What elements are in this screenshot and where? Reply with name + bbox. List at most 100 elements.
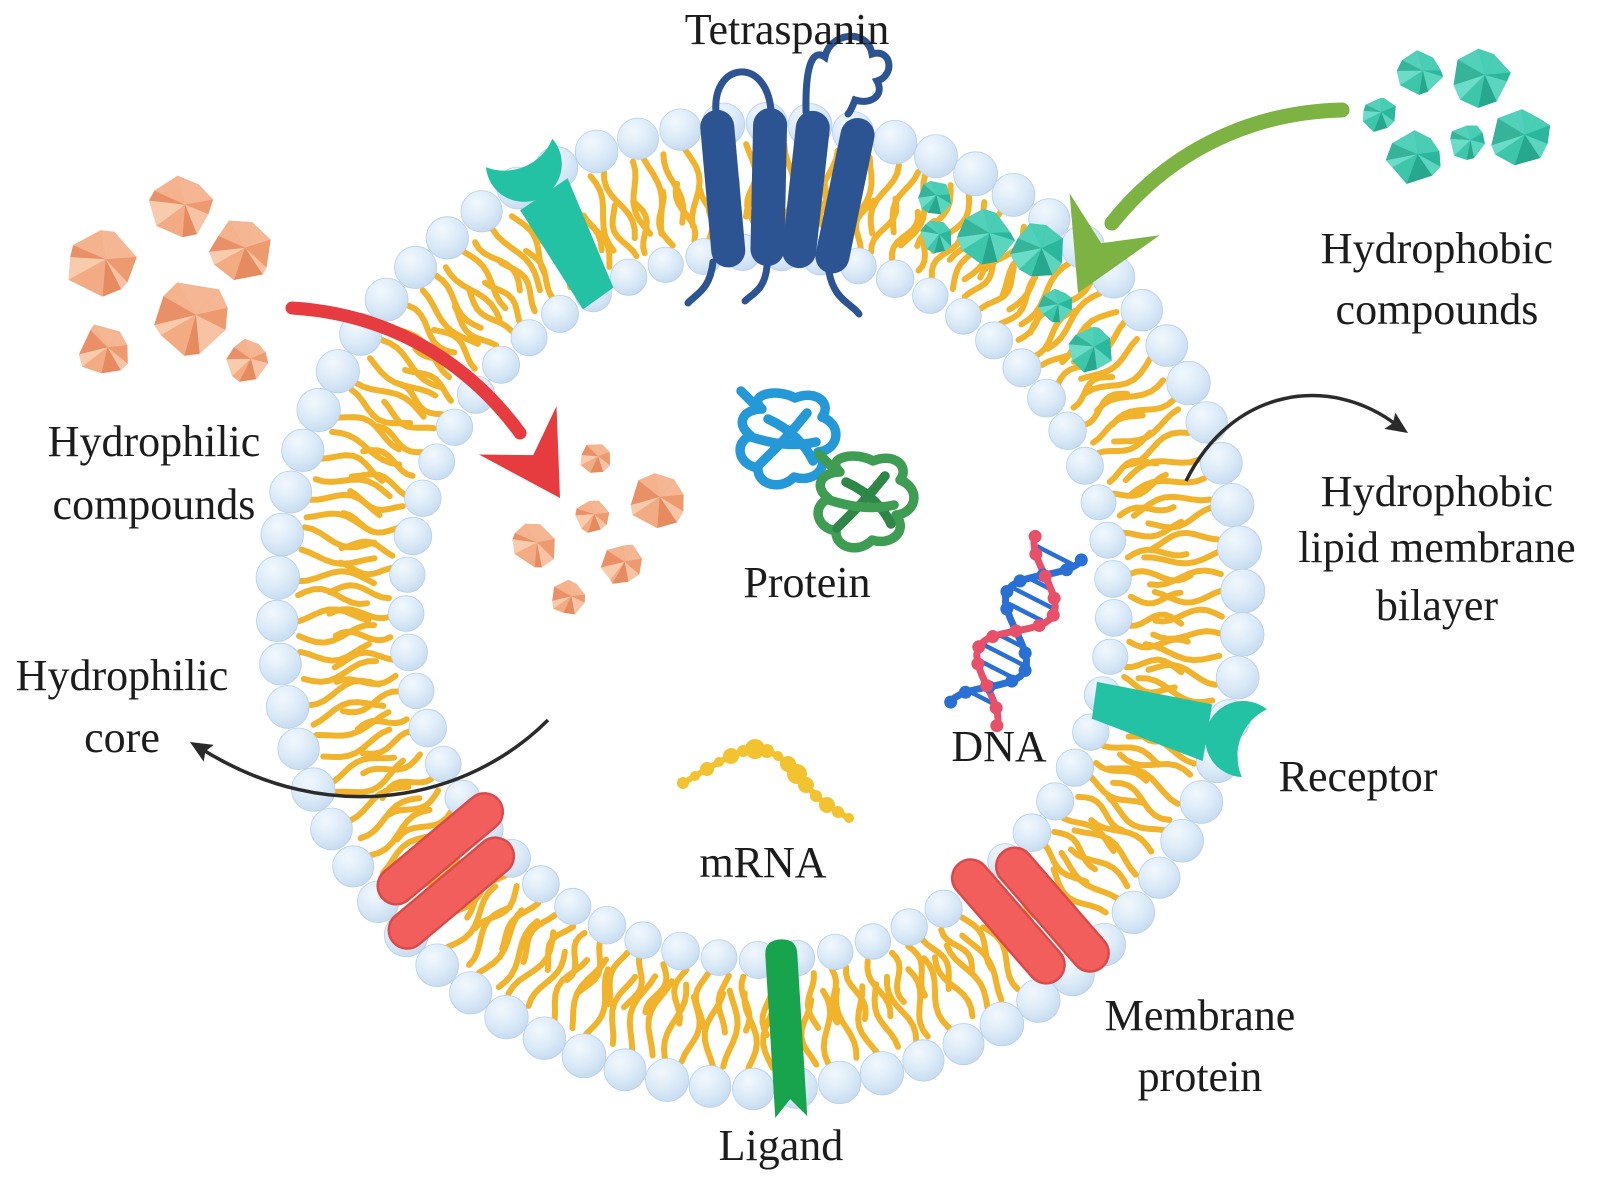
lipid-tail xyxy=(339,688,402,716)
mrna-bead xyxy=(773,751,783,761)
lipid-head-inner xyxy=(1012,813,1052,852)
lipid-tail xyxy=(630,198,650,257)
lipid-tail xyxy=(864,958,894,1020)
lipid-tail xyxy=(656,188,676,249)
crystal-facet xyxy=(90,324,108,348)
mrna-bead xyxy=(819,797,835,813)
dna-bead xyxy=(986,630,1000,644)
lipid-head-outer xyxy=(902,1039,945,1082)
mrna-bead xyxy=(677,777,689,789)
crystal-facet xyxy=(1422,70,1444,92)
dna-bead xyxy=(1000,602,1014,616)
bilayer-pointer-arrow xyxy=(1184,393,1408,482)
lipid-tail xyxy=(374,423,426,456)
crystal-facet xyxy=(598,451,610,466)
crystal-facet xyxy=(1470,132,1485,144)
protein-blue-ribbon xyxy=(735,388,841,490)
lipid-tail xyxy=(1149,529,1221,552)
lipid-head-outer xyxy=(449,971,493,1015)
crystal-facet xyxy=(930,220,944,235)
lipid-tail xyxy=(332,628,394,644)
lipid-tail xyxy=(564,929,588,983)
lipid-head-outer xyxy=(1120,289,1163,332)
lipid-tail xyxy=(442,264,503,322)
lipid-head-inner xyxy=(390,633,428,672)
dna-bead xyxy=(990,719,1004,733)
lipid-head-inner xyxy=(435,408,474,446)
crystal-facet xyxy=(537,538,555,559)
lipid-tail xyxy=(738,973,753,1034)
lipid-head-outer xyxy=(425,216,469,260)
crystal-facet xyxy=(1417,151,1441,167)
lipid-head-inner xyxy=(1048,411,1087,450)
dna-bead xyxy=(1018,646,1032,660)
crystal-facet xyxy=(163,282,196,315)
lipid-tail xyxy=(1105,794,1167,834)
dna-bead xyxy=(972,640,986,654)
tetraspanin-helix xyxy=(750,108,788,267)
crystal-facet xyxy=(1365,98,1382,113)
lipid-head-outer xyxy=(991,172,1036,217)
crystal-facet xyxy=(195,289,228,315)
crystal-facet xyxy=(1041,238,1063,264)
crystal-facet xyxy=(1495,134,1525,166)
lipid-tail xyxy=(600,168,638,242)
lipid-tail xyxy=(301,524,378,551)
lipid-head-outer xyxy=(979,1001,1025,1047)
lipid-head-outer xyxy=(1138,856,1181,899)
lipid-tail xyxy=(1061,815,1117,854)
crystal-facet xyxy=(229,220,253,248)
lipid-tail xyxy=(1120,518,1185,540)
lipid-tail xyxy=(489,226,543,294)
protein-green-ribbon xyxy=(813,451,919,553)
lipid-tail xyxy=(367,806,433,859)
crystal-facet xyxy=(1042,304,1059,323)
crystal-facet xyxy=(939,222,951,235)
lipid-head-outer xyxy=(603,1048,647,1092)
dna-bead xyxy=(944,695,958,709)
lipid-head-outer xyxy=(332,845,375,888)
protein-molecule-green xyxy=(813,449,919,553)
lipid-tail xyxy=(1050,866,1109,916)
crystal-facet xyxy=(1484,72,1511,82)
lipid-tail xyxy=(580,212,613,270)
mrna-bead xyxy=(745,739,765,759)
lipid-tail xyxy=(820,987,834,1066)
lipid-head-inner xyxy=(1094,560,1132,598)
label-receptor: Receptor xyxy=(1279,752,1438,801)
crystal-facet xyxy=(1093,327,1099,347)
crystal-facet xyxy=(624,544,642,562)
lipid-tail xyxy=(905,966,931,1040)
lipid-head-inner xyxy=(945,297,982,335)
crystal-facet xyxy=(590,456,604,473)
lipid-tail xyxy=(833,986,860,1061)
dna-bead xyxy=(989,701,1003,715)
dna-bead xyxy=(971,657,985,671)
crystal-facet xyxy=(1478,48,1494,75)
crystal-facet xyxy=(1454,140,1471,160)
crystal-facet xyxy=(239,358,257,382)
crystal-facet xyxy=(1009,248,1042,270)
crystal-facet xyxy=(161,314,196,356)
crystal-facet xyxy=(156,204,186,238)
tetraspanin-helix xyxy=(700,109,746,268)
lipid-head-outer xyxy=(1145,324,1189,367)
crystal-facet xyxy=(94,324,120,348)
lipid-head-outer xyxy=(259,642,302,686)
crystal-facet xyxy=(514,523,537,543)
crystal-facet xyxy=(1453,59,1485,85)
crystal-facet xyxy=(537,542,554,568)
crystal-facet xyxy=(957,218,990,238)
mrna-bead xyxy=(690,771,700,781)
crystal-facet xyxy=(218,220,245,248)
lipid-head-inner xyxy=(1095,599,1133,637)
lipid-tail xyxy=(331,649,396,671)
lipid-tail xyxy=(1044,290,1104,352)
crystal-facet xyxy=(250,352,269,364)
receptor-stalk xyxy=(1091,681,1213,761)
dna-base-pair xyxy=(999,633,1023,649)
lipid-head-inner xyxy=(398,672,435,710)
lipid-tail xyxy=(1122,456,1202,484)
lipid-tail xyxy=(1110,471,1169,499)
